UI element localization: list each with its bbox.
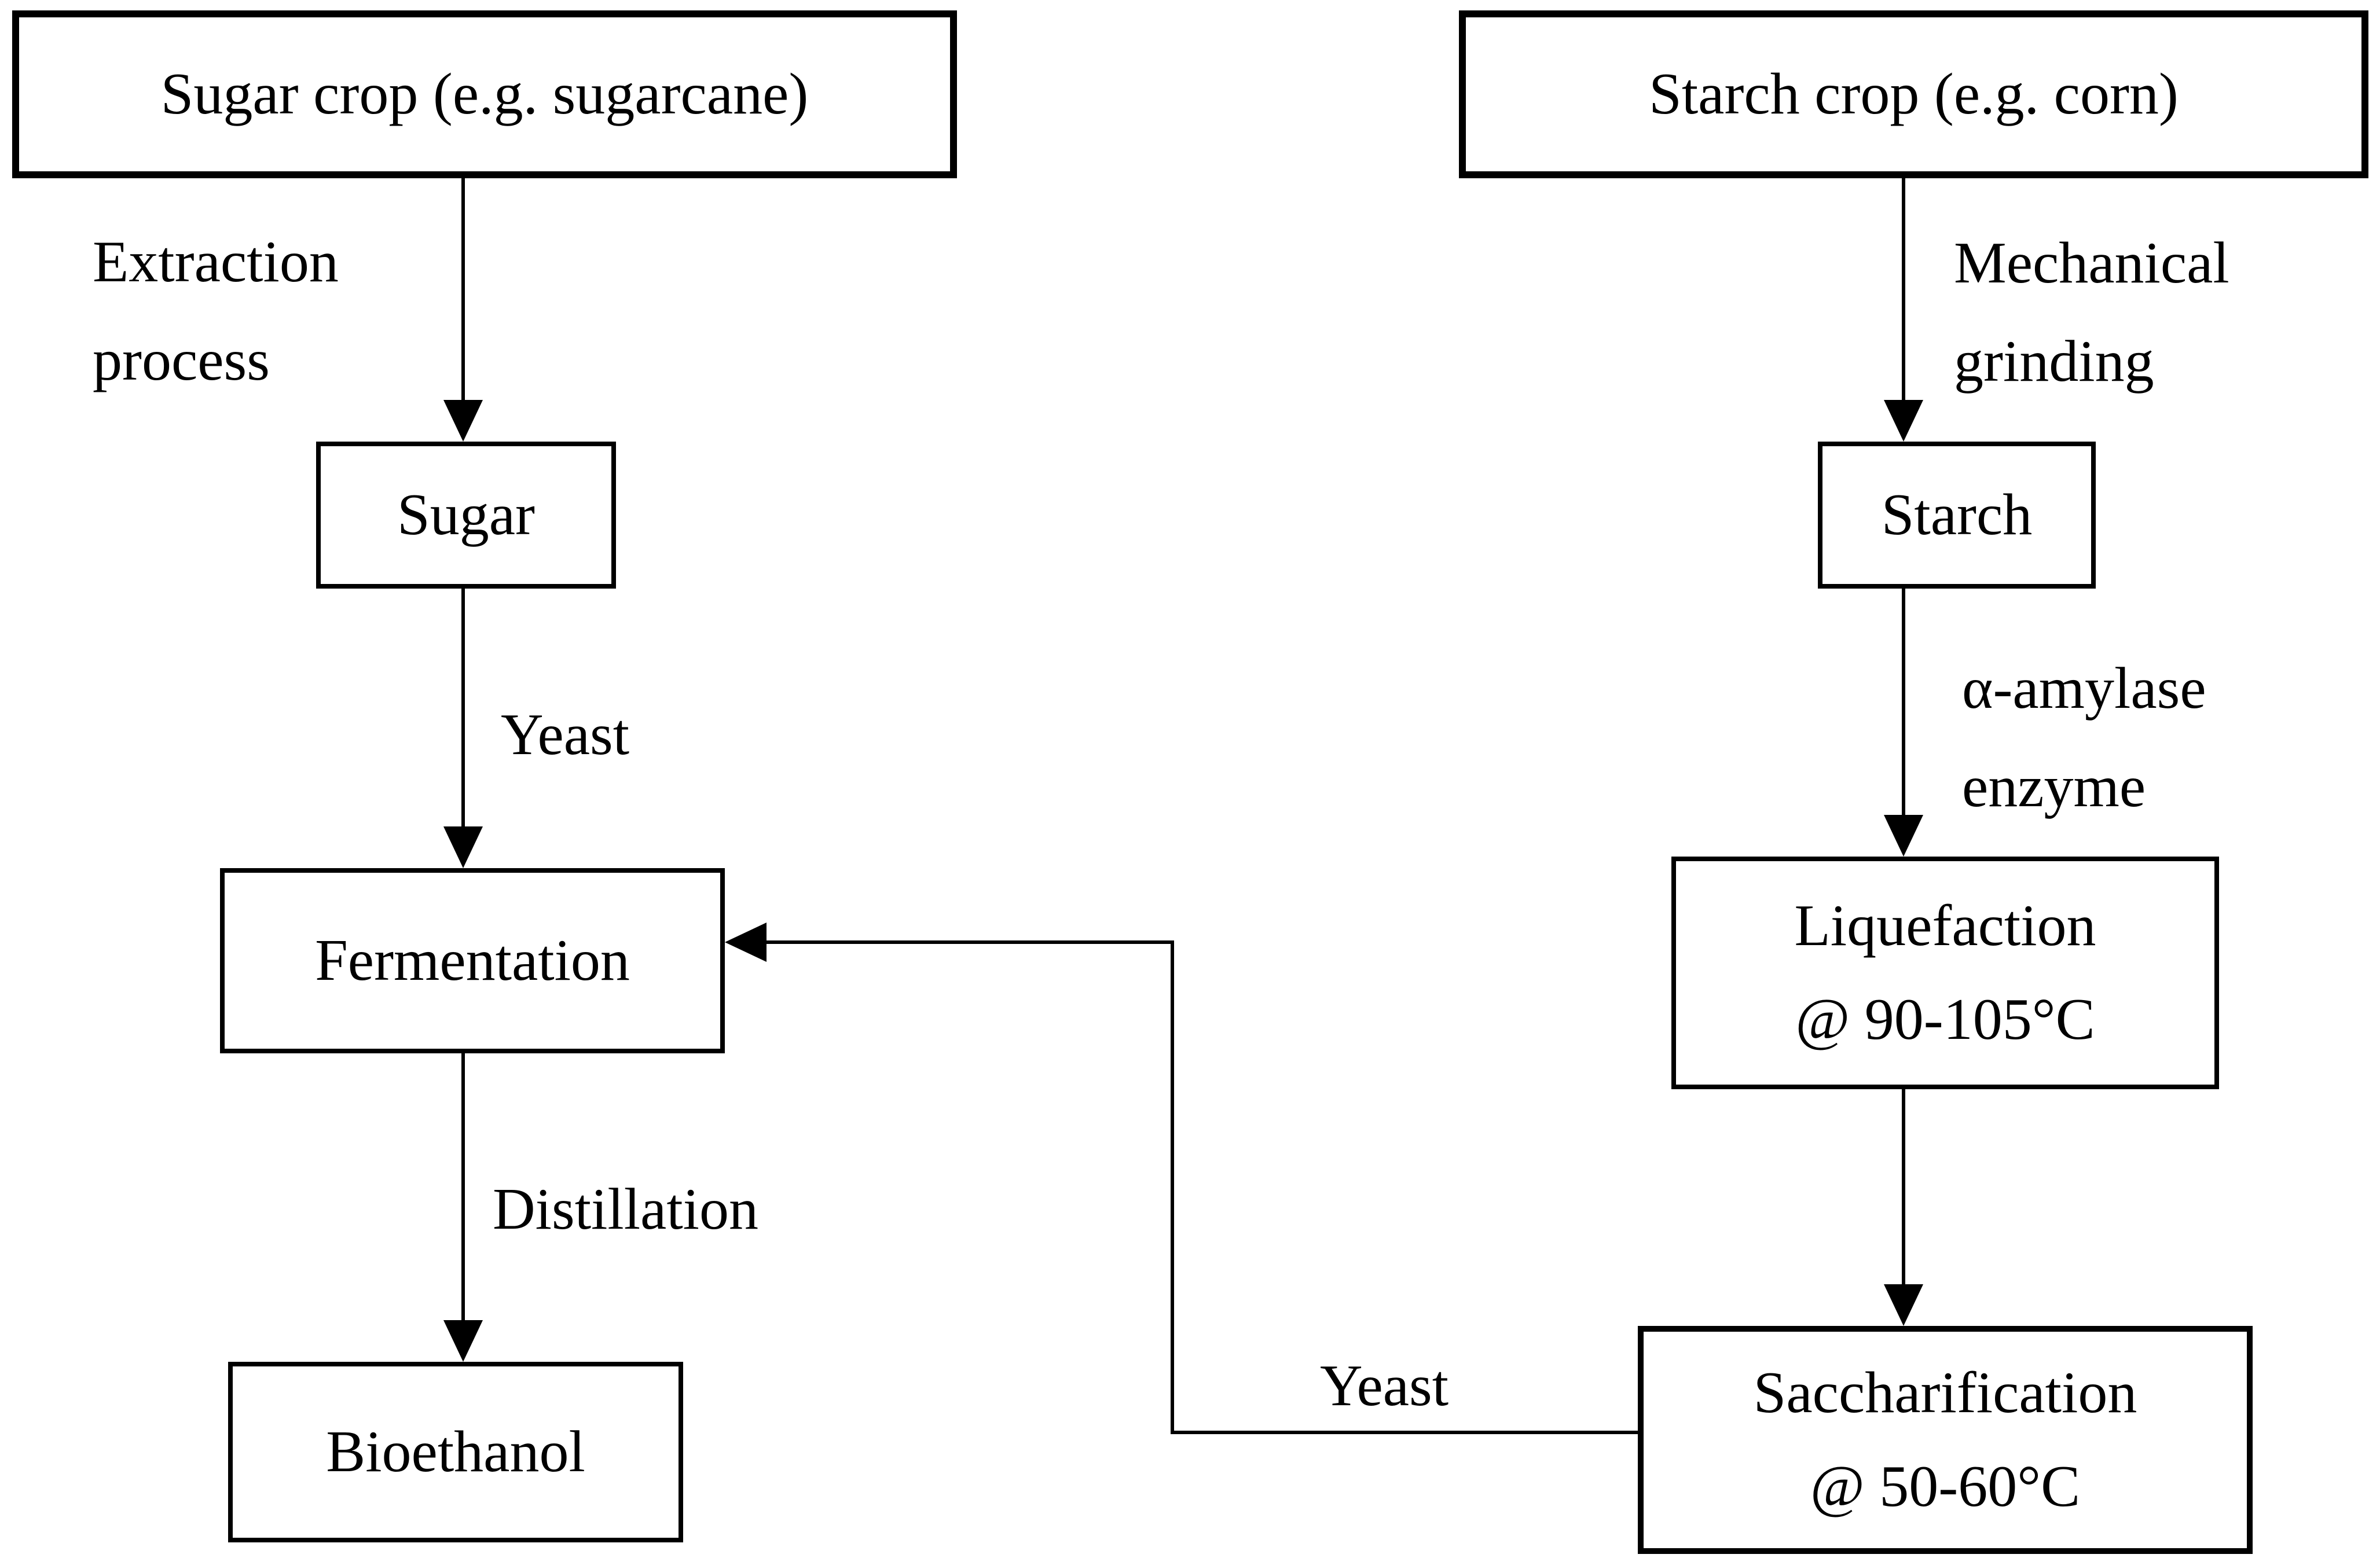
edge-label-amylase-line2: enzyme bbox=[1962, 754, 2146, 820]
edge-label-extraction-line2: process bbox=[93, 328, 270, 393]
arrowhead-down-icon bbox=[443, 1320, 483, 1362]
node-starch: Starch bbox=[1818, 442, 2096, 589]
node-saccharification-label-line1: Saccharification bbox=[1753, 1360, 2137, 1425]
node-starch-crop: Starch crop (e.g. corn) bbox=[1459, 10, 2368, 178]
arrowhead-down-icon bbox=[443, 400, 483, 442]
node-saccharification-label-line2: @ 50-60°C bbox=[1810, 1454, 2081, 1519]
node-sugar-crop-label: Sugar crop (e.g. sugarcane) bbox=[160, 61, 809, 127]
node-starch-label: Starch bbox=[1881, 482, 2033, 547]
node-liquefaction: Liquefaction @ 90-105°C bbox=[1671, 857, 2219, 1089]
edge-label-mechanical-line2: grinding bbox=[1954, 329, 2154, 394]
arrowhead-left-icon bbox=[725, 923, 767, 962]
node-saccharification: Saccharification @ 50-60°C bbox=[1638, 1326, 2253, 1554]
node-sugar-crop: Sugar crop (e.g. sugarcane) bbox=[12, 10, 957, 178]
edge-label-extraction-line1: Extraction bbox=[93, 229, 339, 295]
edge-label-mechanical-line1: Mechanical bbox=[1954, 230, 2229, 296]
arrowhead-down-icon bbox=[1884, 815, 1923, 857]
edge-label-yeast-left: Yeast bbox=[501, 702, 630, 767]
node-fermentation-label: Fermentation bbox=[315, 928, 630, 993]
edge-label-amylase-line1: α-amylase bbox=[1962, 656, 2206, 721]
edge-label-yeast-bottom: Yeast bbox=[1320, 1353, 1449, 1419]
node-fermentation: Fermentation bbox=[220, 868, 725, 1053]
edge-label-mechanical-grinding: Mechanical grinding bbox=[1954, 214, 2229, 411]
node-liquefaction-label-line2: @ 90-105°C bbox=[1795, 987, 2095, 1052]
node-bioethanol-label: Bioethanol bbox=[326, 1419, 585, 1484]
node-starch-crop-label: Starch crop (e.g. corn) bbox=[1649, 61, 2179, 127]
arrowhead-down-icon bbox=[443, 826, 483, 868]
elbow-line-saccharification-to-fermentation bbox=[767, 940, 1638, 1434]
node-sugar-label: Sugar bbox=[397, 482, 535, 547]
edge-label-alpha-amylase: α-amylase enzyme bbox=[1962, 640, 2206, 836]
node-liquefaction-label-line1: Liquefaction bbox=[1794, 893, 2096, 958]
edge-label-distillation: Distillation bbox=[493, 1177, 758, 1242]
edge-label-extraction-process: Extraction process bbox=[93, 213, 339, 410]
arrowhead-down-icon bbox=[1884, 1284, 1923, 1326]
arrowhead-down-icon bbox=[1884, 400, 1923, 442]
node-bioethanol: Bioethanol bbox=[228, 1362, 683, 1542]
node-sugar: Sugar bbox=[316, 442, 616, 589]
